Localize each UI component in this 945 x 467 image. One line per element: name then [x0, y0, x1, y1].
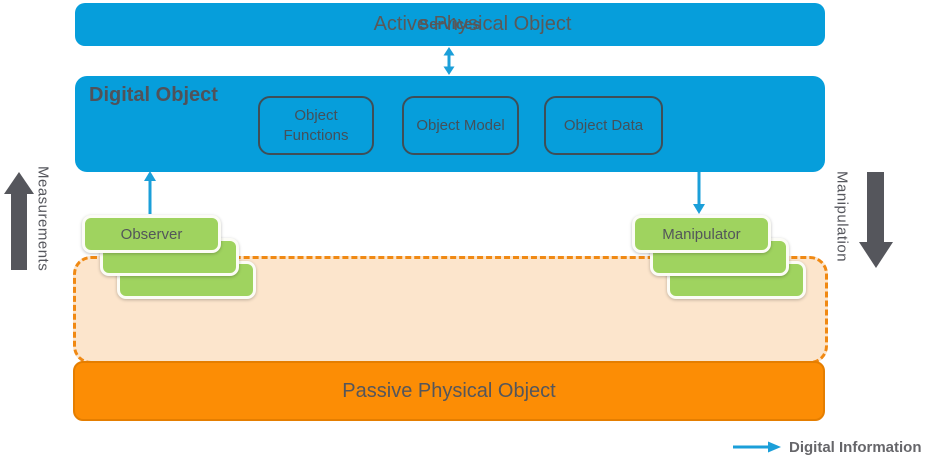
services-label: Services — [419, 16, 481, 33]
object-model-box: Object Model — [402, 96, 519, 155]
active-physical-object-label: Active Physical Object — [373, 13, 572, 35]
services-digital-double-arrow-icon — [443, 47, 455, 75]
object-functions-box: Object Functions — [258, 96, 374, 155]
manipulation-label: Manipulation — [833, 171, 851, 263]
services-bar: Services — [75, 3, 825, 46]
digital-object-title: Digital Object — [89, 84, 218, 106]
object-data-label: Object Data — [563, 116, 644, 134]
passive-physical-object-label: Passive Physical Object — [342, 379, 556, 402]
passive-physical-object-box: Passive Physical Object — [73, 361, 825, 421]
observer-box: Observer — [82, 215, 221, 253]
measurements-label: Measurements — [34, 166, 52, 272]
object-data-box: Object Data — [544, 96, 663, 155]
object-model-label: Object Model — [416, 116, 505, 134]
observer-label: Observer — [120, 225, 183, 243]
manipulator-box: Manipulator — [632, 215, 771, 253]
manipulation-down-arrow-icon — [859, 172, 893, 268]
object-functions-label: Object Functions — [283, 107, 349, 144]
digital-object-bar: Digital Object Object Functions Object M… — [75, 76, 825, 172]
manipulator-label: Manipulator — [662, 225, 741, 243]
legend: Digital Information — [733, 434, 922, 460]
observer-to-digital-arrow-icon — [144, 171, 156, 214]
digital-information-label: Digital Information — [789, 438, 922, 456]
digital-information-arrow-icon — [733, 441, 781, 453]
digital-to-manipulator-arrow-icon — [693, 172, 705, 214]
measurements-up-arrow-icon — [4, 172, 34, 270]
